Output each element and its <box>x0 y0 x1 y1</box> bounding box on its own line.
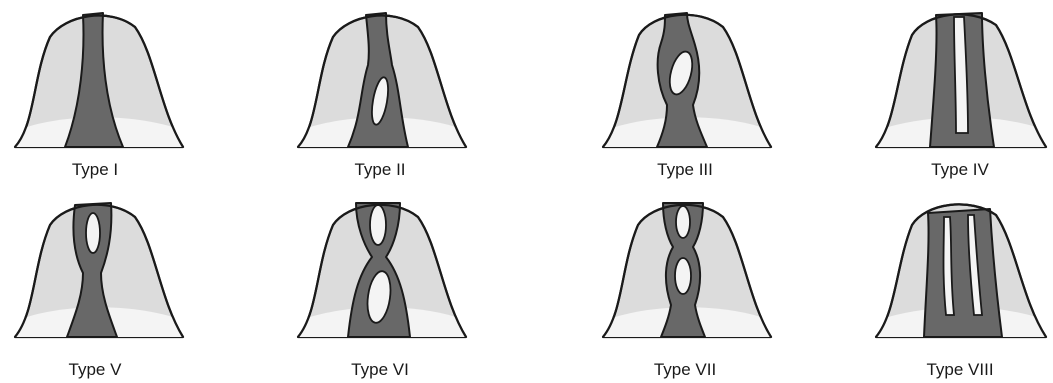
panel-type-4: Type IV <box>870 5 1050 175</box>
type-5-label: Type V <box>5 360 185 380</box>
panel-type-7: Type VII <box>595 195 775 365</box>
panel-type-5: Type V <box>5 195 185 365</box>
type-1-label: Type I <box>5 160 185 180</box>
type-8-label: Type VIII <box>870 360 1050 380</box>
tooth-type-8 <box>870 195 1050 345</box>
type-6-label: Type VI <box>290 360 470 380</box>
tooth-type-1 <box>5 5 185 155</box>
tooth-type-2 <box>290 5 470 155</box>
tooth-type-6 <box>290 195 470 345</box>
tooth-type-7 <box>595 195 775 345</box>
panel-type-6: Type VI <box>290 195 470 365</box>
tooth-type-4 <box>870 5 1050 155</box>
type-2-label: Type II <box>290 160 470 180</box>
panel-type-3: Type III <box>595 5 775 175</box>
tooth-type-3 <box>595 5 775 155</box>
tooth-type-5 <box>5 195 185 345</box>
panel-type-1: Type I <box>5 5 185 175</box>
type-3-label: Type III <box>595 160 775 180</box>
type-7-label: Type VII <box>595 360 775 380</box>
panel-type-8: Type VIII <box>870 195 1050 365</box>
panel-type-2: Type II <box>290 5 470 175</box>
type-4-label: Type IV <box>870 160 1050 180</box>
